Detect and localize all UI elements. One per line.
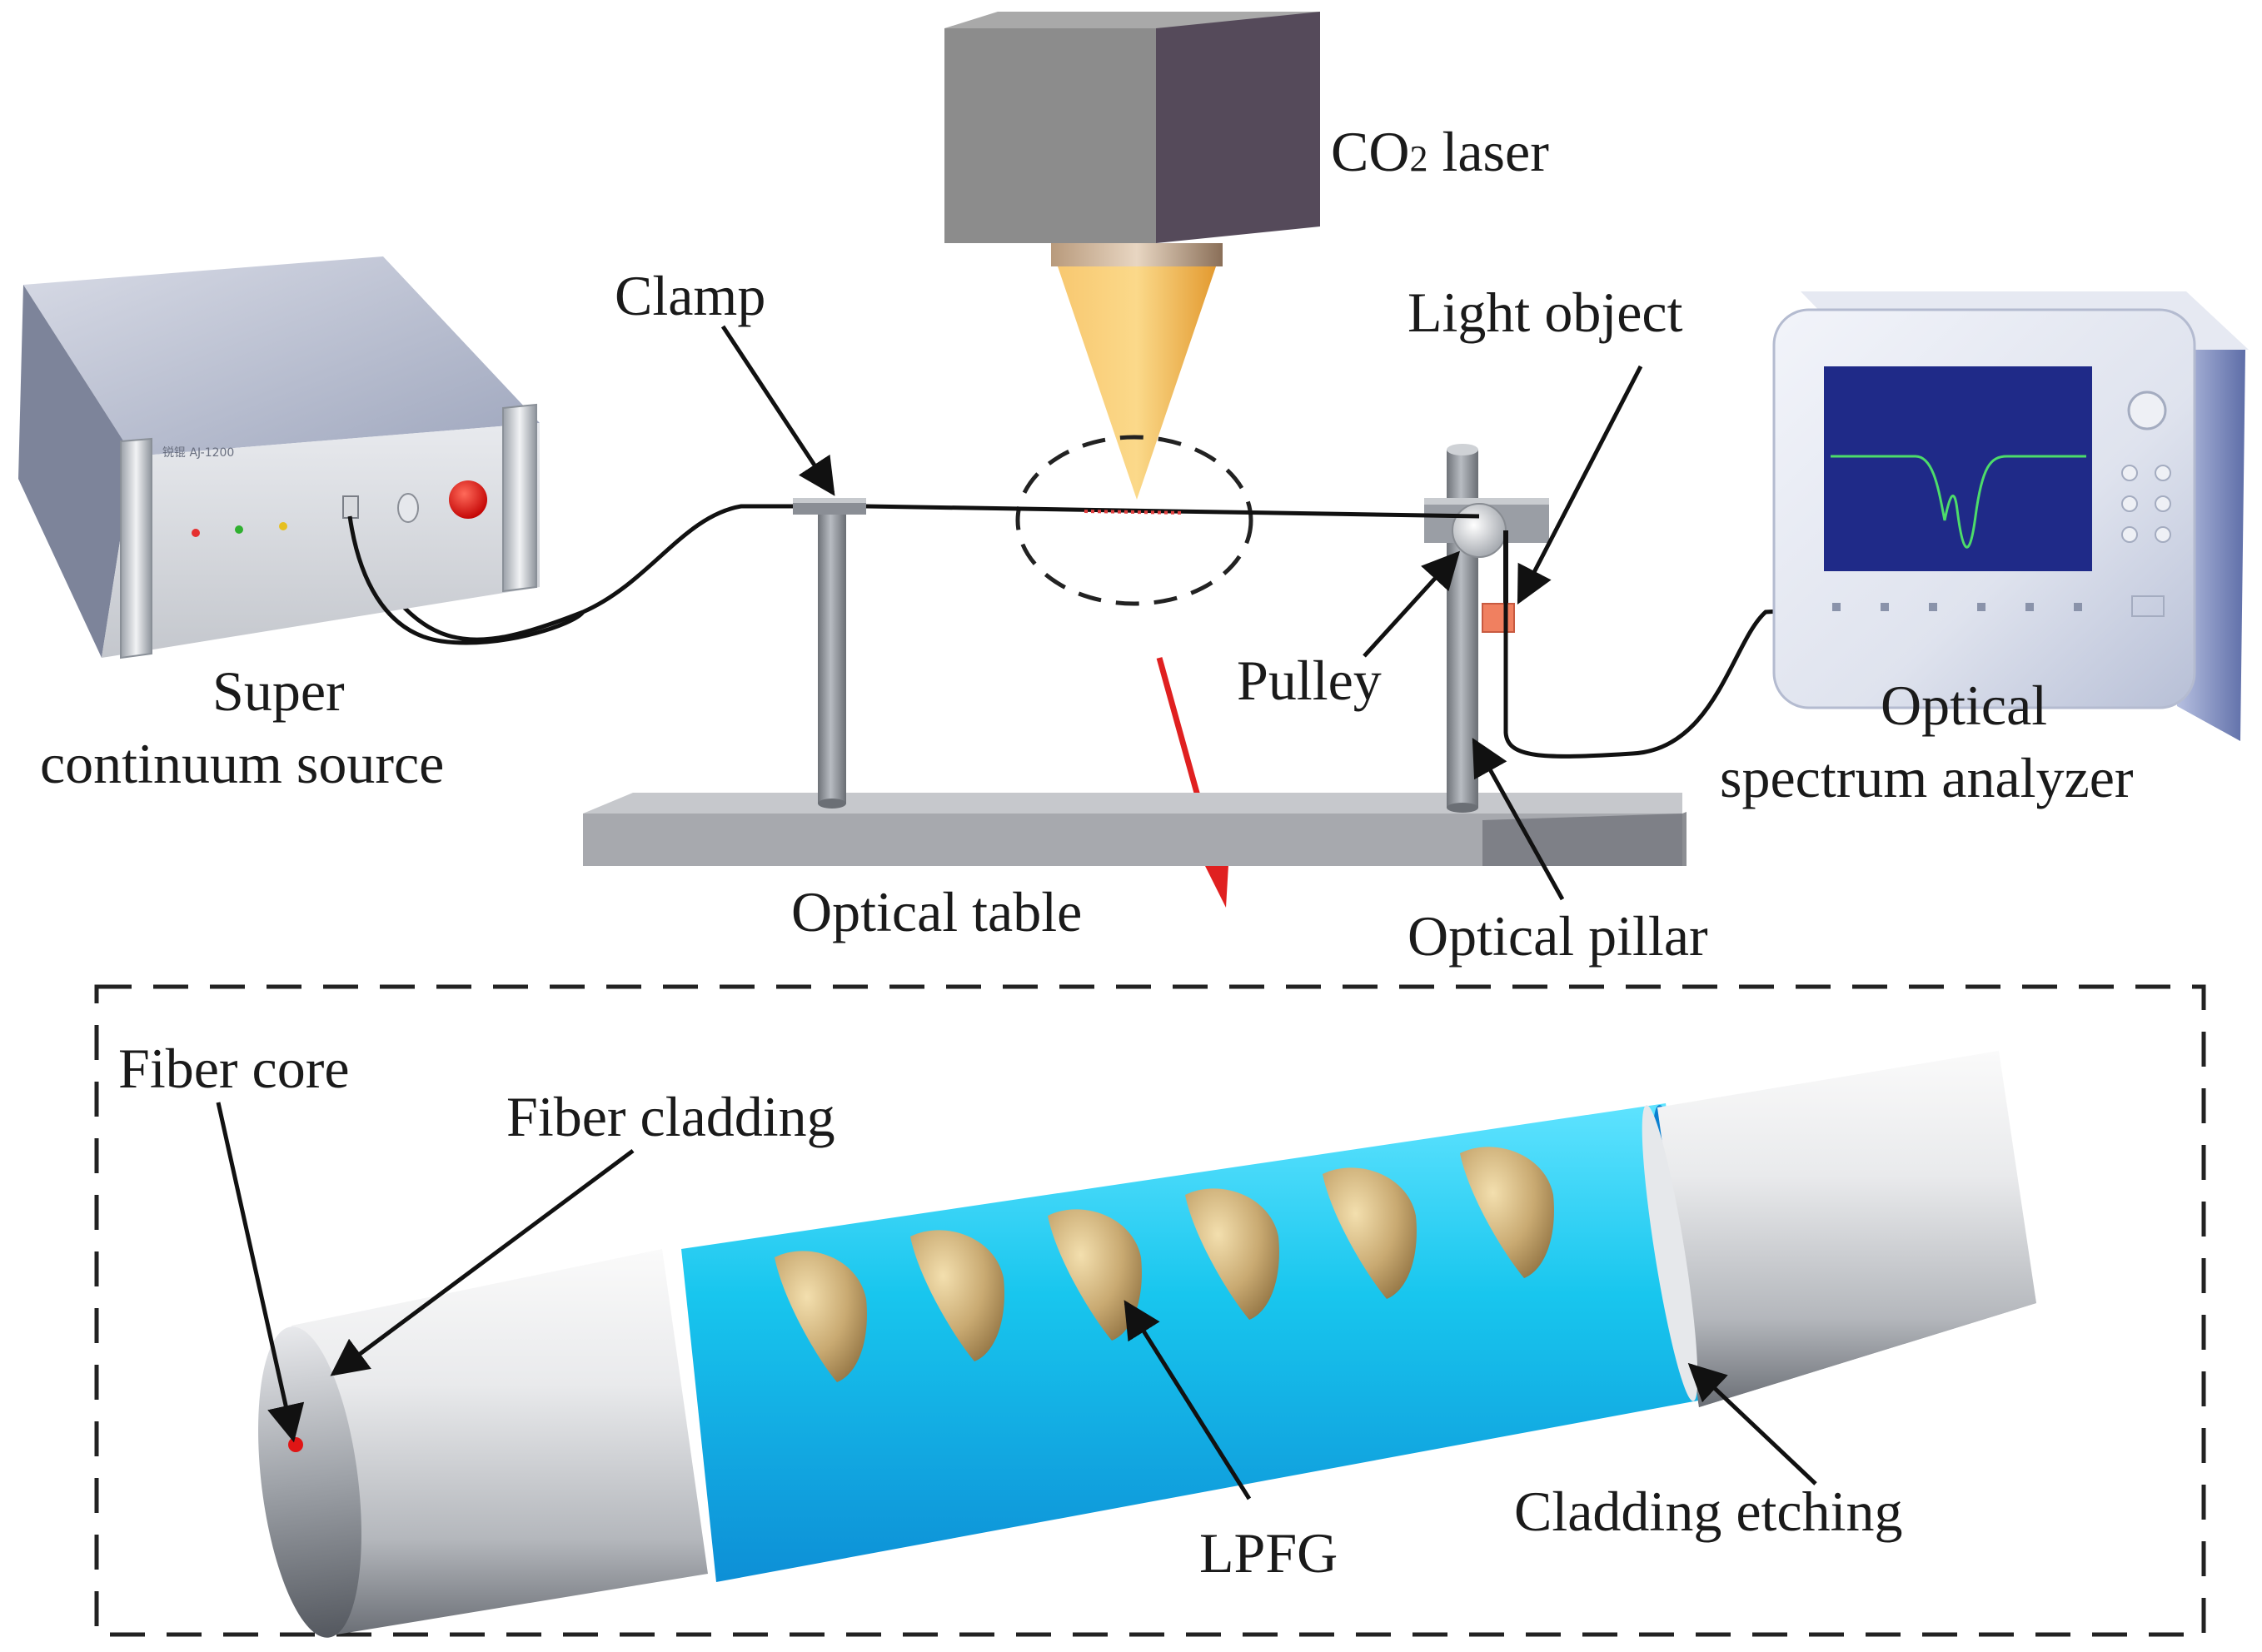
clamp-label: Clamp bbox=[615, 264, 765, 327]
optical-pillar-left bbox=[818, 512, 846, 809]
fiber-cladding-label: Fiber cladding bbox=[506, 1085, 835, 1148]
grating-cone-4 bbox=[1185, 1188, 1279, 1320]
optical-spectrum-analyzer bbox=[1772, 291, 2249, 741]
light-object-weight bbox=[1482, 603, 1515, 633]
cladding-etching-label: Cladding etching bbox=[1514, 1480, 1902, 1543]
optical-table bbox=[583, 793, 1687, 866]
fiber-core-label: Fiber core bbox=[118, 1037, 350, 1100]
focus-region-ellipse bbox=[1015, 435, 1253, 606]
super-label-line2: continuum source bbox=[40, 732, 444, 795]
zoom-detail-box bbox=[94, 984, 2206, 1637]
lpfg-label: LPFG bbox=[1199, 1521, 1338, 1585]
fiber-core-dot bbox=[288, 1437, 303, 1452]
optical-pillar-right bbox=[1424, 444, 1549, 813]
co2-laser-label: CO2 laser bbox=[1331, 120, 1549, 183]
optical-table-label: Optical table bbox=[791, 880, 1082, 943]
osa-trace bbox=[1831, 455, 2086, 549]
svg-text:锐锟 AJ-1200: 锐锟 AJ-1200 bbox=[162, 446, 234, 460]
pulley-wheel bbox=[1452, 503, 1507, 558]
clamp-block bbox=[793, 498, 866, 515]
zoom-arrow-red bbox=[1156, 657, 1229, 908]
grating-cone-3 bbox=[1048, 1209, 1142, 1341]
light-object-label: Light object bbox=[1408, 281, 1683, 344]
grating-cone-2 bbox=[910, 1230, 1004, 1361]
grating-cone-6 bbox=[1460, 1147, 1554, 1278]
laser-beam bbox=[1058, 266, 1216, 500]
super-label-line1: Super bbox=[212, 659, 345, 723]
osa-label-line2: spectrum analyzer bbox=[1720, 746, 2134, 809]
co2-laser bbox=[944, 12, 1320, 500]
supercontinuum-source: 锐锟 AJ-1200 bbox=[18, 256, 540, 659]
grating-cone-1 bbox=[775, 1251, 867, 1382]
optical-pillar-label: Optical pillar bbox=[1408, 904, 1708, 968]
pulley-label: Pulley bbox=[1237, 649, 1382, 712]
osa-screen bbox=[1824, 366, 2092, 571]
etched-cladding-region bbox=[681, 1103, 1707, 1582]
emergency-knob bbox=[449, 480, 487, 519]
optical-fiber bbox=[347, 504, 1841, 759]
grating-cone-5 bbox=[1323, 1167, 1417, 1299]
lpfg-gratings bbox=[775, 1147, 1554, 1382]
fiber-cylinder bbox=[258, 1051, 2036, 1638]
source-fiber-curve bbox=[347, 515, 585, 645]
osa-label-line1: Optical bbox=[1881, 674, 2047, 737]
